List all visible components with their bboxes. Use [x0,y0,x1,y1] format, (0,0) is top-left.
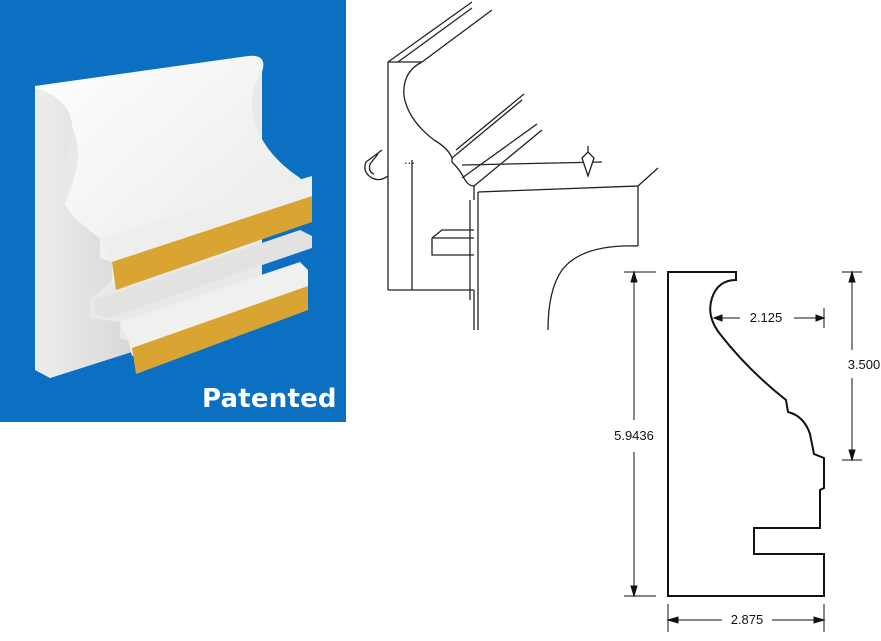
adhesive-strip-lower [132,286,308,374]
adhesive-strip-upper [112,196,312,290]
wall-and-cornice [364,1,659,331]
product-photo-panel: Patented [0,0,346,422]
label-overall-width: 2.875 [731,612,764,627]
molding-end-profile [35,88,132,378]
molding-profile-outline [667,271,825,597]
label-cove-depth: 2.125 [750,310,783,325]
dimension-upper-height [842,270,862,462]
molding-groove [94,230,312,318]
molding-lower-face [100,176,312,262]
dimension-overall-height [624,270,656,598]
dimension-overall-width [666,604,826,632]
dimension-cove-depth [712,308,826,328]
ellipsis-marker: ... [404,152,415,167]
label-overall-height: 5.9436 [614,428,654,443]
label-upper-height: 3.500 [848,357,881,372]
profile-drawing: 5.9436 2.125 3.500 2.875 [614,270,881,632]
patented-badge: Patented [202,384,337,414]
installation-diagram: ... [364,1,659,331]
foam-molding-illustration [35,55,312,378]
molding-base-face [120,262,308,356]
